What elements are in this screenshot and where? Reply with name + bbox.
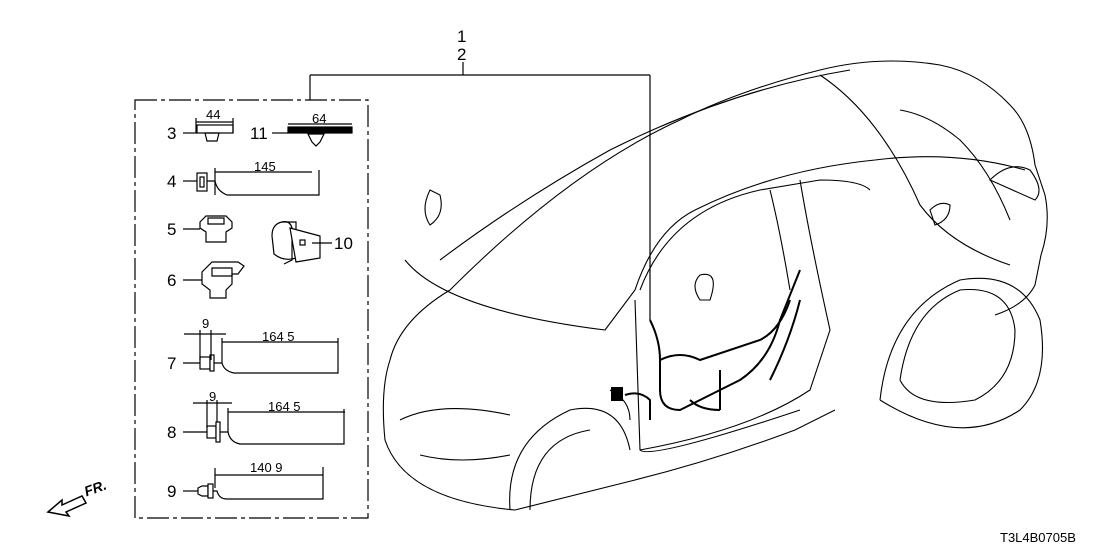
callout-6: 6 [167, 271, 177, 290]
part-4-clip [183, 168, 320, 196]
dimension-9: 140 9 [250, 460, 283, 475]
callout-10: 10 [334, 234, 353, 253]
front-direction-arrow-icon [46, 495, 88, 518]
dimension-7-short: 9 [202, 316, 210, 331]
dimension-8-short: 9 [209, 389, 217, 404]
callout-7: 7 [167, 354, 177, 373]
part-10-connector [271, 221, 332, 265]
part-6-clip [183, 261, 245, 299]
dimension-7-long: 164 5 [262, 329, 295, 344]
callout-2: 2 [457, 45, 467, 64]
part-11-clip [272, 123, 353, 147]
callout-9: 9 [167, 482, 177, 501]
callout-1: 1 [457, 27, 467, 46]
callout-leaders [309, 62, 651, 320]
part-5-clip [183, 215, 233, 243]
door-wire-harness [611, 269, 801, 420]
callout-8: 8 [167, 423, 177, 442]
part-3-clip [183, 118, 234, 142]
diagram-code: T3L4B0705B [1000, 530, 1076, 545]
dimension-44: 44 [206, 107, 221, 122]
parts-box [134, 99, 369, 519]
part-9-clip [183, 467, 324, 500]
dimension-8-long: 164 5 [268, 399, 301, 414]
callout-4: 4 [167, 172, 177, 191]
callout-3: 3 [167, 124, 177, 143]
dimension-64: 64 [312, 111, 327, 126]
callout-5: 5 [167, 220, 177, 239]
car-illustration [382, 60, 1048, 511]
dimension-145: 145 [254, 159, 276, 174]
callout-11: 11 [250, 124, 268, 143]
part-8-clip [183, 400, 345, 445]
part-7-clip [183, 330, 339, 374]
